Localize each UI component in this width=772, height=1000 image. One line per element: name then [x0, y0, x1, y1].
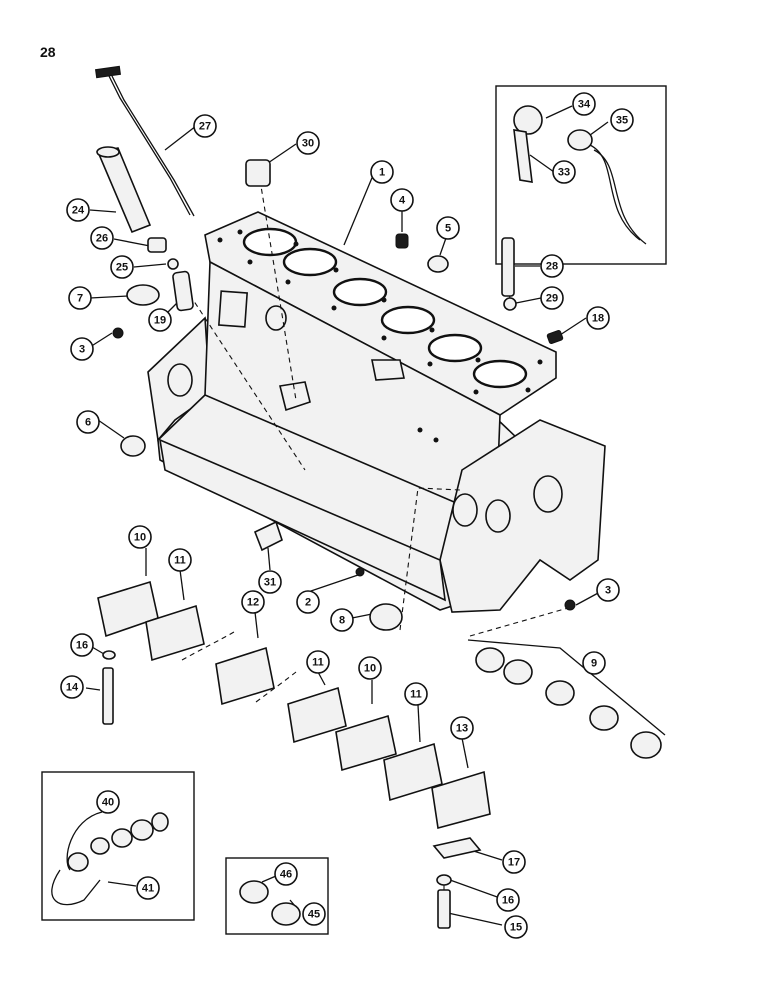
- callout-10: 10: [128, 525, 152, 549]
- callout-label: 4: [399, 195, 406, 207]
- callout-30: 30: [296, 131, 320, 155]
- cylinder-block: [147, 211, 606, 613]
- assembly-dash-lines: [179, 179, 576, 890]
- callout-28: 28: [540, 254, 564, 278]
- callout-17: 17: [502, 850, 526, 874]
- callout-label: 11: [174, 555, 186, 567]
- callout-5: 5: [436, 216, 460, 240]
- callout-label: 26: [96, 233, 108, 245]
- dipstick-tube-24: [96, 146, 152, 234]
- callout-2: 2: [296, 590, 320, 614]
- callout-7: 7: [68, 286, 92, 310]
- callout-40: 40: [96, 790, 120, 814]
- callout-12: 12: [241, 590, 265, 614]
- callout-label: 24: [72, 205, 85, 217]
- block-heater-parts: [513, 105, 647, 245]
- callout-label: 12: [247, 597, 259, 609]
- callout-label: 10: [364, 663, 376, 675]
- callout-label: 29: [546, 293, 558, 305]
- callout-15: 15: [504, 915, 528, 939]
- callout-label: 40: [102, 797, 114, 809]
- camshaft-bearings-9: [475, 647, 662, 759]
- callout-label: 7: [77, 293, 83, 305]
- callout-label: 10: [134, 532, 146, 544]
- bolts-and-washers: [102, 650, 482, 929]
- callout-label: 2: [305, 597, 311, 609]
- callout-11: 11: [168, 548, 192, 572]
- callout-label: 11: [410, 689, 422, 701]
- inset-box-block-heater: [495, 85, 667, 265]
- callout-label: 15: [510, 922, 522, 934]
- callout-3: 3: [596, 578, 620, 602]
- callout-34: 34: [572, 92, 596, 116]
- callout-3: 3: [70, 337, 94, 361]
- callout-label: 18: [592, 313, 604, 325]
- callout-label: 16: [502, 895, 514, 907]
- callout-29: 29: [540, 286, 564, 310]
- main-bearing-caps: [97, 580, 491, 830]
- callout-13: 13: [450, 716, 474, 740]
- callout-label: 30: [302, 138, 314, 150]
- callout-label: 16: [76, 640, 88, 652]
- callout-18: 18: [586, 306, 610, 330]
- callout-33: 33: [552, 160, 576, 184]
- dipstick-27: [94, 65, 195, 217]
- callout-label: 13: [456, 723, 468, 735]
- callout-16: 16: [496, 888, 520, 912]
- callout-label: 11: [312, 657, 324, 669]
- callout-26: 26: [90, 226, 114, 250]
- leader-lines: [66, 105, 666, 926]
- inset-box-oil-seals: [225, 857, 329, 935]
- callout-24: 24: [66, 198, 90, 222]
- callout-label: 35: [616, 115, 628, 127]
- callout-label: 41: [142, 883, 154, 895]
- small-fittings: [112, 159, 576, 631]
- callout-label: 34: [578, 99, 591, 111]
- oil-seals: [239, 880, 301, 926]
- callout-label: 31: [264, 577, 276, 589]
- callout-label: 9: [591, 658, 597, 670]
- callout-25: 25: [110, 255, 134, 279]
- callout-labels: 1233456789101011111112131415161617181924…: [60, 92, 634, 939]
- callout-label: 3: [605, 585, 611, 597]
- callout-8: 8: [330, 608, 354, 632]
- callout-label: 25: [116, 262, 128, 274]
- callout-10: 10: [358, 656, 382, 680]
- callout-label: 27: [199, 121, 211, 133]
- callout-label: 6: [85, 417, 91, 429]
- callout-11: 11: [306, 650, 330, 674]
- callout-35: 35: [610, 108, 634, 132]
- callout-label: 19: [154, 315, 166, 327]
- callout-label: 45: [308, 909, 320, 921]
- callout-11: 11: [404, 682, 428, 706]
- callout-46: 46: [274, 862, 298, 886]
- callout-label: 3: [79, 344, 85, 356]
- callout-label: 8: [339, 615, 345, 627]
- callout-6: 6: [76, 410, 100, 434]
- callout-label: 17: [508, 857, 520, 869]
- callout-label: 28: [546, 261, 558, 273]
- callout-label: 33: [558, 167, 570, 179]
- callout-1: 1: [370, 160, 394, 184]
- callout-41: 41: [136, 876, 160, 900]
- callout-16: 16: [70, 633, 94, 657]
- page-number: 28: [40, 44, 56, 60]
- callout-label: 1: [379, 167, 385, 179]
- callout-4: 4: [390, 188, 414, 212]
- callout-45: 45: [302, 902, 326, 926]
- callout-label: 46: [280, 869, 292, 881]
- callout-27: 27: [193, 114, 217, 138]
- callout-31: 31: [258, 570, 282, 594]
- heater-kit-parts: [51, 812, 169, 906]
- callout-9: 9: [582, 651, 606, 675]
- callout-label: 14: [66, 682, 79, 694]
- callout-14: 14: [60, 675, 84, 699]
- callout-label: 5: [445, 223, 451, 235]
- inset-box-heater-kit: [41, 771, 195, 921]
- callout-19: 19: [148, 308, 172, 332]
